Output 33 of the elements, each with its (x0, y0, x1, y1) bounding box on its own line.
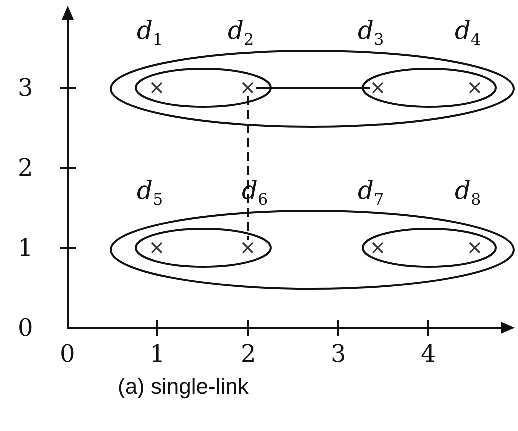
cluster-ellipse (110, 210, 515, 290)
tick-label: 3 (331, 342, 346, 366)
tick-label: 1 (18, 236, 34, 260)
point-marker (150, 81, 164, 95)
tick-label: 2 (18, 156, 34, 180)
point-marker (241, 241, 255, 255)
tick-label: 4 (421, 342, 436, 366)
cluster-ellipse (135, 228, 272, 268)
cluster-ellipse (110, 50, 515, 128)
link-line (256, 87, 370, 89)
point-label: d$_{8}$ (455, 178, 482, 211)
tick-label: 0 (18, 316, 34, 340)
tick-label: 3 (18, 76, 34, 100)
cluster-ellipse (135, 68, 272, 108)
point-marker (468, 81, 482, 95)
point-marker (150, 241, 164, 255)
point-label: d$_{7}$ (358, 178, 384, 211)
point-marker (371, 81, 385, 95)
tick-label: 1 (150, 342, 166, 366)
point-label: d$_{4}$ (455, 18, 482, 51)
point-label: d$_{2}$ (228, 18, 254, 51)
tick-label: 2 (241, 342, 256, 366)
point-label: d$_{3}$ (358, 18, 384, 51)
point-marker (241, 81, 255, 95)
cluster-ellipse (362, 228, 497, 268)
caption: (a) single-link (118, 374, 249, 400)
dashed-link-line (247, 96, 249, 240)
point-label: d$_{5}$ (137, 178, 164, 211)
point-marker (468, 241, 482, 255)
tick-label: 0 (60, 342, 76, 366)
point-marker (371, 241, 385, 255)
point-label: d$_{1}$ (137, 18, 164, 51)
cluster-ellipse (362, 68, 497, 108)
